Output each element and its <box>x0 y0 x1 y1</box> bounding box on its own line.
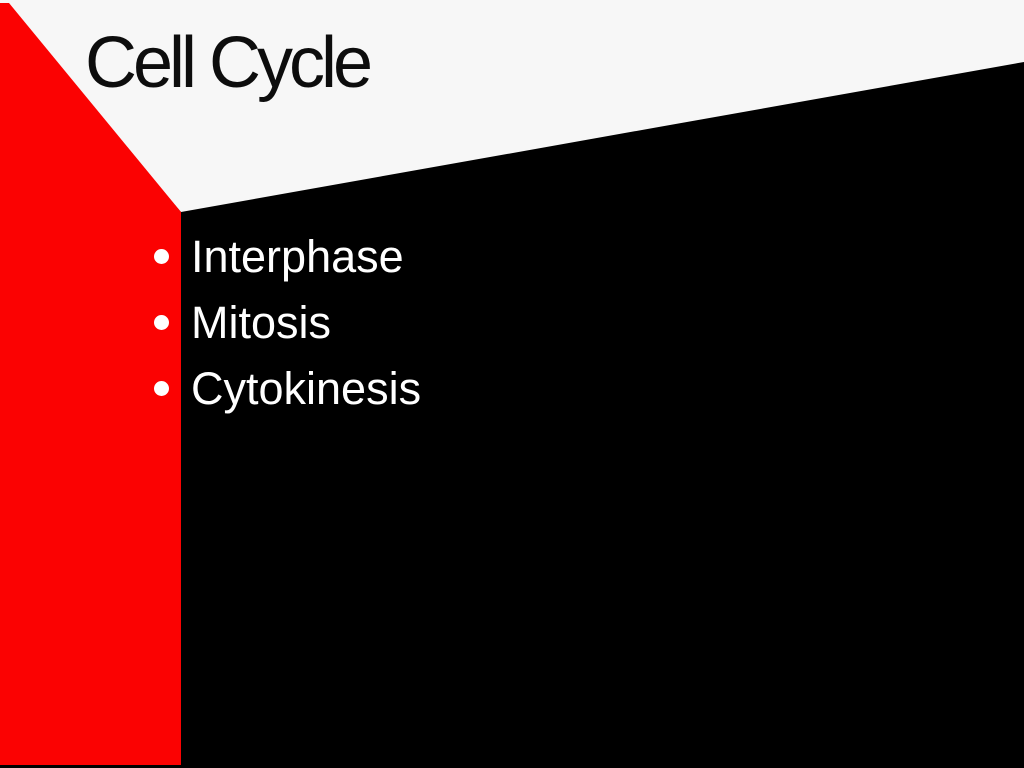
slide-title: Cell Cycle <box>85 23 373 103</box>
list-item: Interphase <box>154 223 421 289</box>
bullet-list: Interphase Mitosis Cytokinesis <box>154 223 421 421</box>
bullet-label: Mitosis <box>191 296 332 348</box>
list-item: Cytokinesis <box>154 355 421 421</box>
bullet-label: Interphase <box>191 230 404 282</box>
bullet-dot-icon <box>154 248 169 264</box>
bullet-label: Cytokinesis <box>191 362 422 414</box>
bullet-dot-icon <box>154 380 169 396</box>
list-item: Mitosis <box>154 289 421 355</box>
bullet-dot-icon <box>154 314 169 330</box>
